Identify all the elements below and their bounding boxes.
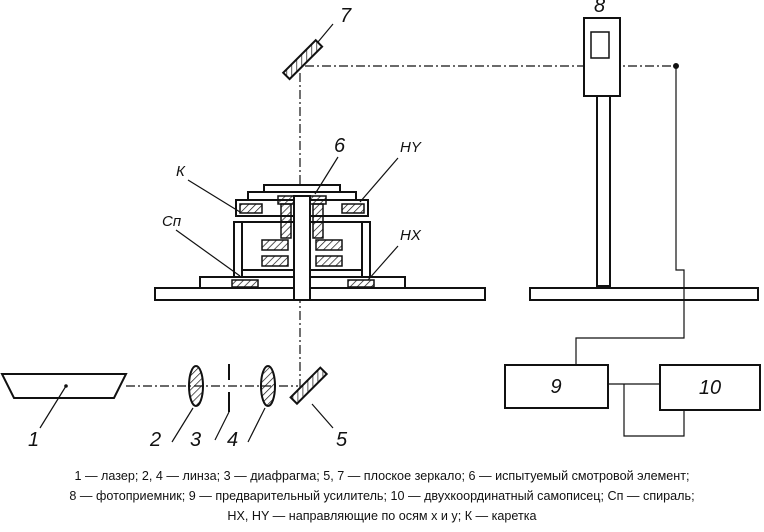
label-4: 4 bbox=[227, 429, 238, 451]
mirror-5 bbox=[289, 366, 334, 429]
signal-wiring bbox=[575, 62, 685, 437]
laser bbox=[0, 373, 128, 429]
label-5: 5 bbox=[336, 429, 348, 451]
diaphragm bbox=[214, 364, 230, 441]
label-2: 2 bbox=[149, 429, 161, 451]
caption-line-3: HX, HY — направляющие по осям x и y; К —… bbox=[227, 509, 537, 523]
label-hx: HX bbox=[400, 227, 422, 244]
label-7: 7 bbox=[340, 5, 352, 27]
label-9: 9 bbox=[550, 376, 561, 398]
mirror-7 bbox=[281, 23, 334, 81]
lens-4 bbox=[247, 365, 276, 443]
label-spiral: Сп bbox=[162, 213, 181, 230]
lens-2 bbox=[171, 365, 204, 443]
preamplifier bbox=[504, 364, 609, 409]
label-1: 1 bbox=[28, 429, 39, 451]
caption-line-2: 8 — фотоприемник; 9 — предварительный ус… bbox=[69, 489, 695, 503]
test-stand bbox=[154, 156, 486, 301]
figure-caption: 1 — лазер; 2, 4 — линза; 3 — диафрагма; … bbox=[0, 466, 764, 526]
caption-line-1: 1 — лазер; 2, 4 — линза; 3 — диафрагма; … bbox=[74, 469, 690, 483]
label-10: 10 bbox=[699, 377, 721, 399]
label-hy: HY bbox=[400, 139, 422, 156]
photodetector bbox=[529, 17, 759, 301]
xy-recorder bbox=[659, 364, 761, 411]
label-3: 3 bbox=[190, 429, 201, 451]
label-carriage: К bbox=[176, 163, 186, 180]
label-8: 8 bbox=[594, 0, 605, 17]
label-6: 6 bbox=[334, 135, 346, 157]
